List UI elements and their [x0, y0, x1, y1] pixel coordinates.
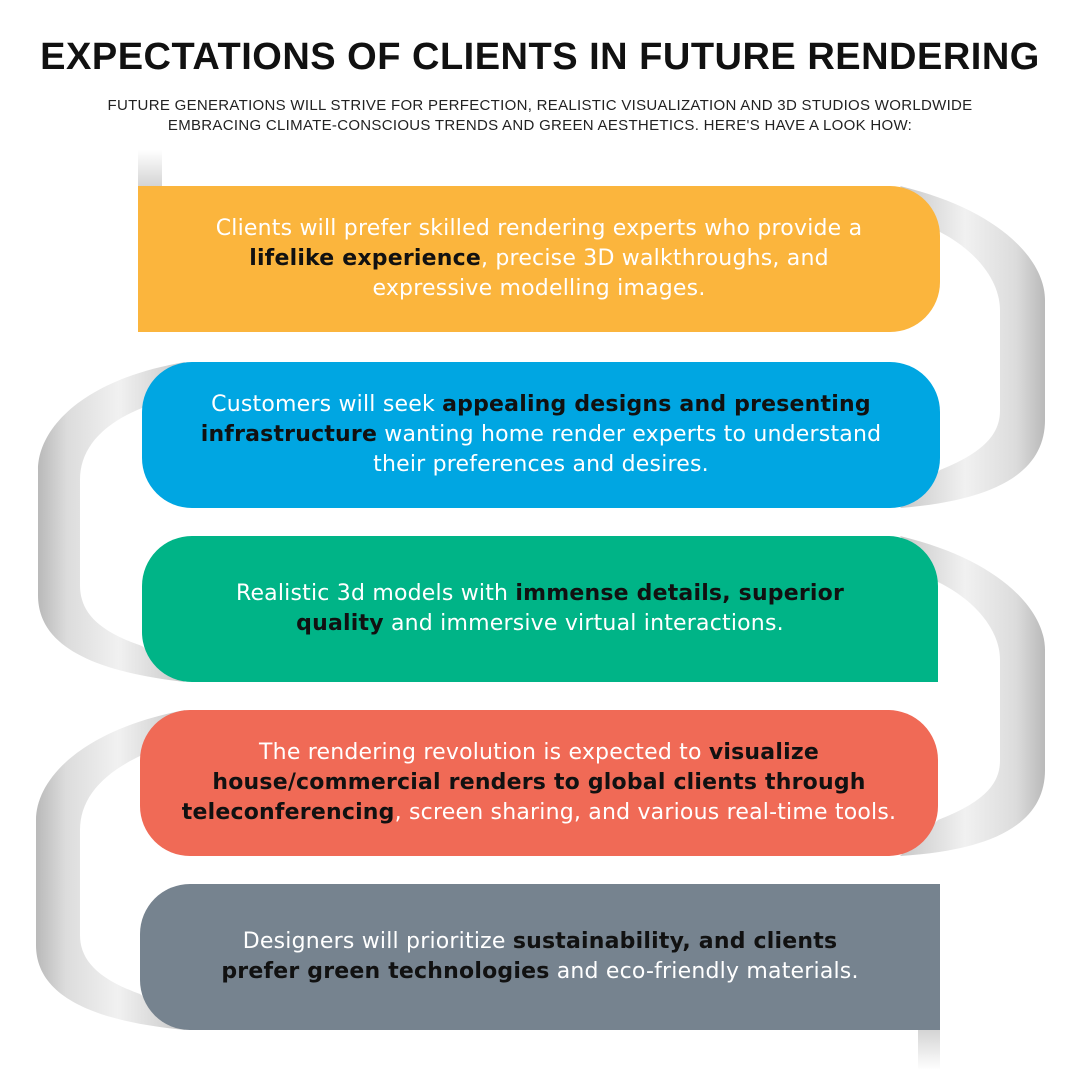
step-2-text: Customers will seek appealing designs an… [200, 392, 882, 477]
step-2-band: Customers will seek appealing designs an… [142, 362, 940, 508]
page-title: EXPECTATIONS OF CLIENTS IN FUTURE RENDER… [40, 36, 1040, 78]
step-5-text: Designers will prioritize sustainability… [221, 929, 859, 984]
step-5-band: Designers will prioritize sustainability… [140, 884, 940, 1030]
ribbon-fold-right-2 [900, 536, 1045, 856]
step-4-text: The rendering revolution is expected to … [181, 740, 897, 825]
ribbon-fold-left-2 [36, 710, 185, 1030]
ribbon-fold-right-1 [900, 186, 1045, 508]
page-subtitle: FUTURE GENERATIONS WILL STRIVE FOR PERFE… [107, 97, 973, 134]
step-1-text: Clients will prefer skilled rendering ex… [215, 216, 863, 301]
step-3-band: Realistic 3d models with immense details… [142, 536, 938, 682]
step-3-text: Realistic 3d models with immense details… [235, 581, 845, 636]
step-1-band: Clients will prefer skilled rendering ex… [138, 186, 940, 332]
ribbon-top-tail [138, 150, 162, 186]
ribbon-bottom-tail [918, 1030, 940, 1070]
step-4-band: The rendering revolution is expected to … [140, 710, 938, 856]
ribbon-fold-left-1 [38, 362, 185, 682]
